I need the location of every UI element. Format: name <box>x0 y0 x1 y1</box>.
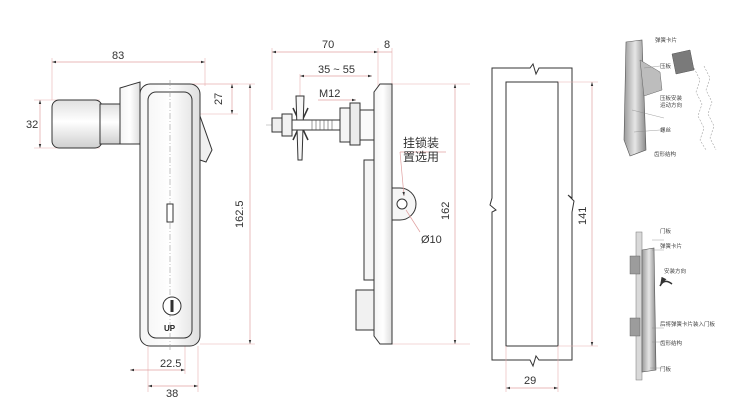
side-view: 70 8 35 ~ 55 M12 162 <box>266 39 470 345</box>
padlock-note-line2: 置选用 <box>403 150 439 164</box>
handle-knob <box>51 99 103 149</box>
panel-cutout-outline <box>489 62 575 368</box>
front-view: 83 32 27 162.5 22.5 38 UP <box>26 50 255 400</box>
detail-top-spring-clip: 弹簧卡片 <box>655 36 677 44</box>
side-body-plate <box>373 83 393 345</box>
cutout-view: 141 29 <box>489 62 598 392</box>
dim-8: 8 <box>384 39 390 51</box>
detail-top: 弹簧卡片 压板 压板安装 运动方向 螺丝 齿形结构 <box>623 36 717 158</box>
dim-22-5: 22.5 <box>160 358 181 370</box>
dim-38: 38 <box>166 388 178 400</box>
padlock-hole <box>396 198 408 210</box>
detail-bottom-door-bottom: 门板 <box>660 365 672 373</box>
detail-bottom-install-dir: 安装方向 <box>664 267 686 275</box>
dim-27: 27 <box>213 93 225 105</box>
detail-top-press-dir-2: 运动方向 <box>660 101 682 109</box>
lock-nut <box>349 102 361 146</box>
dim-32: 32 <box>26 119 38 131</box>
front-slot <box>166 203 174 223</box>
detail-bottom-after-install: 后将弹簧卡片装入门板 <box>660 320 716 328</box>
detail-bottom-latch-photo <box>641 247 657 373</box>
dim-162: 162 <box>440 202 452 220</box>
detail-top-screw: 螺丝 <box>660 126 672 134</box>
cutout-opening <box>505 81 559 347</box>
thread-m12: M12 <box>319 88 340 100</box>
dim-29: 29 <box>524 375 536 387</box>
detail-bottom-door-panel <box>635 231 643 381</box>
up-mark: UP <box>164 324 176 333</box>
detail-bottom-door-top: 门板 <box>660 227 672 235</box>
dim-35-55: 35 ~ 55 <box>318 64 355 76</box>
dim-83: 83 <box>112 50 124 62</box>
detail-top-press: 压板 <box>660 62 672 70</box>
detail-top-latch-photo <box>623 39 647 157</box>
detail-bottom-spring-clip: 弹簧卡片 <box>660 242 682 250</box>
nut <box>281 113 293 137</box>
padlock-note-line1: 挂锁装 <box>403 135 439 150</box>
hole-diameter: Ø10 <box>421 234 442 246</box>
detail-bottom: 门板 弹簧卡片 安装方向 后将弹簧卡片装入门板 齿形结构 门板 <box>629 227 716 381</box>
dim-141: 141 <box>577 207 589 225</box>
detail-top-hook: 齿形结构 <box>654 150 677 158</box>
dim-162-5: 162.5 <box>234 200 246 228</box>
dim-70: 70 <box>322 39 334 51</box>
detail-bottom-hook: 齿形结构 <box>660 339 683 347</box>
detail-top-press-dir-1: 压板安装 <box>660 94 683 102</box>
